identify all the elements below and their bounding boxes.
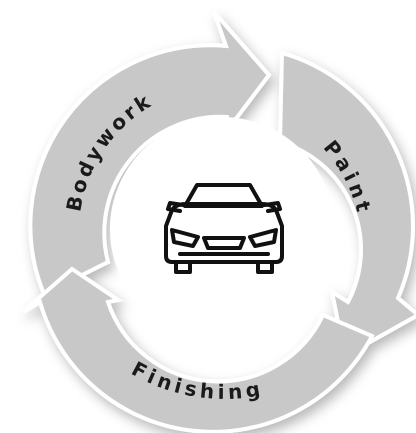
paint-arrow bbox=[277, 50, 416, 360]
bodywork-arrow bbox=[28, 10, 272, 297]
car-front-icon bbox=[164, 183, 284, 274]
center-disc bbox=[110, 117, 334, 341]
finishing-arrow bbox=[21, 266, 375, 433]
cycle-arrows bbox=[21, 10, 416, 433]
